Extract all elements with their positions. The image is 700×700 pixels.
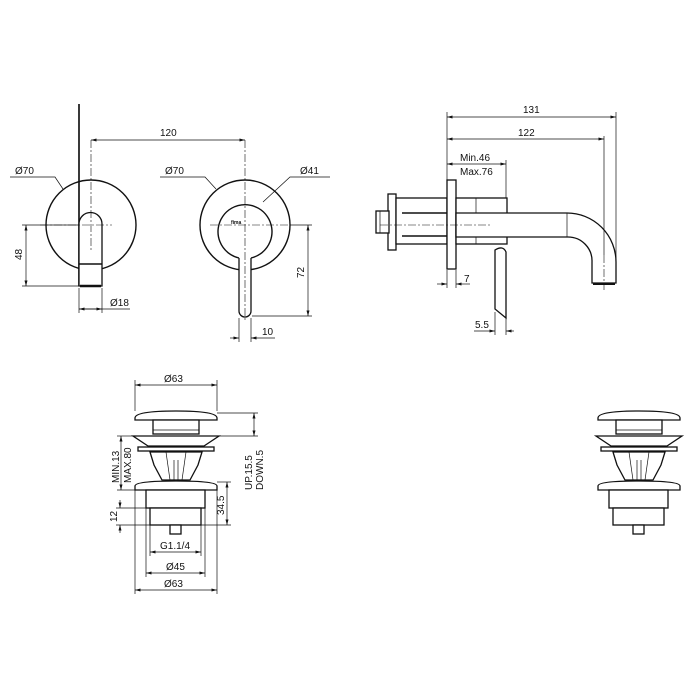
mixer-front-view: fima 120 72 10 Ø70 Ø41 [91, 128, 330, 342]
spout-height-label: 48 [14, 248, 25, 260]
lever-width-label: 10 [262, 327, 274, 338]
thread-label: G1.1/4 [160, 541, 190, 552]
max-height-label: MAX.80 [123, 447, 134, 483]
left-plate-diameter-label: Ø70 [15, 166, 34, 177]
brand-logo: fima [231, 220, 242, 226]
down-travel-label: DOWN.5 [255, 450, 266, 490]
up-travel-label: UP.15.5 [244, 455, 255, 490]
waste-dimensioned-view: Ø63 MIN.13 MAX.80 UP.15.5 DOWN.5 34.5 12… [109, 374, 266, 594]
right-plate-diameter-label: Ø70 [165, 166, 184, 177]
mixer-side-view: 131 122 Min.46 Max.76 7 5.5 [375, 105, 617, 335]
hub-diameter-label: Ø41 [300, 166, 319, 177]
lever-length-label: 72 [296, 266, 307, 278]
body-height-label: 34.5 [216, 495, 227, 515]
spout-reach-label: 122 [518, 128, 535, 139]
lever-thickness-label: 5.5 [475, 320, 489, 331]
spout-diameter-label: Ø18 [110, 298, 129, 309]
wall-max-label: Max.76 [460, 167, 493, 178]
flange-diameter-label: Ø63 [164, 579, 183, 590]
waste-plain-view [595, 410, 683, 535]
spacing-label: 120 [160, 128, 177, 139]
wall-min-label: Min.46 [460, 153, 490, 164]
min-height-label: MIN.13 [111, 450, 122, 483]
cap-diameter-label: Ø63 [164, 374, 183, 385]
thread-height-label: 12 [109, 510, 120, 522]
plate-thickness-label: 7 [464, 274, 470, 285]
spout-front-view: 48 Ø18 Ø70 [10, 104, 137, 313]
body-diameter-label: Ø45 [166, 562, 185, 573]
overall-depth-label: 131 [523, 105, 540, 116]
